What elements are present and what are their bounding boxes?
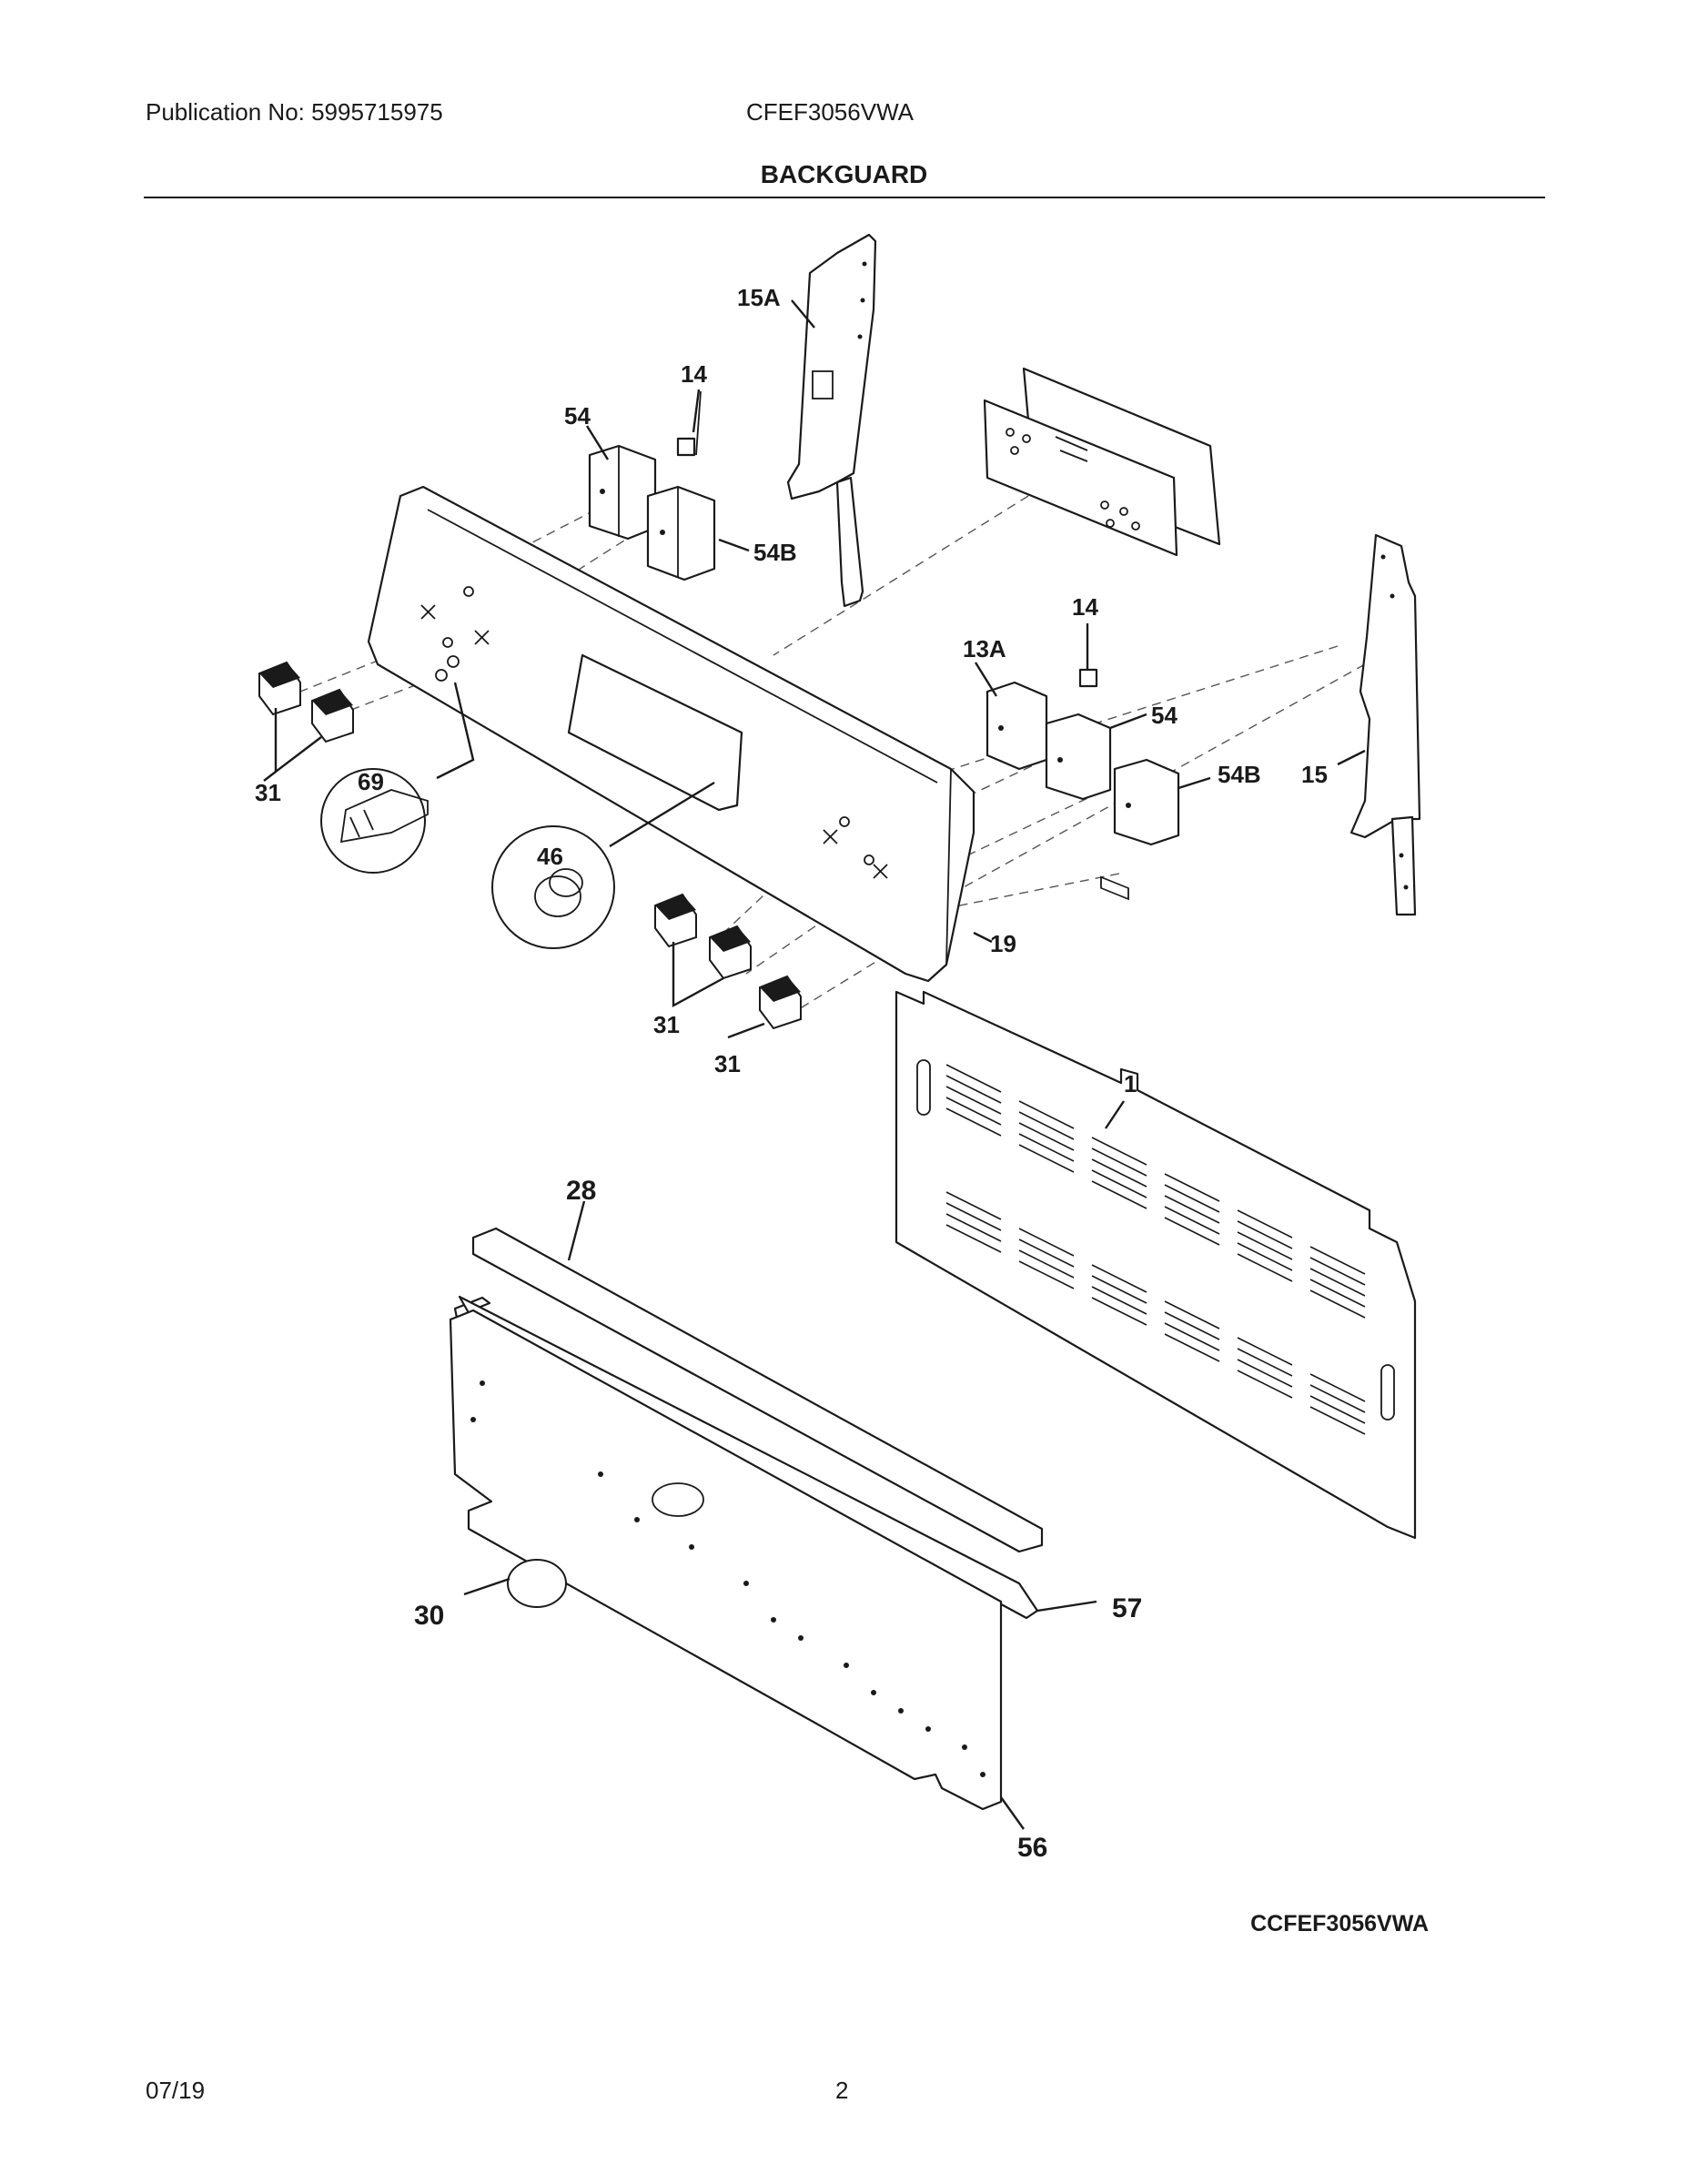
callout-19: 19	[990, 930, 1016, 957]
callout-13A: 13A	[963, 635, 1006, 662]
callout-1: 1	[1124, 1070, 1137, 1097]
callout-28: 28	[566, 1176, 596, 1206]
leader-lines	[263, 299, 1366, 1830]
electronic-oven-control	[983, 367, 1221, 901]
callout-69: 69	[358, 768, 384, 795]
callout-56: 56	[1017, 1833, 1047, 1863]
lower-assembly	[449, 1227, 1044, 1811]
publication-number: Publication No: 5995715975	[146, 98, 443, 126]
callout-54B: 54B	[1218, 761, 1261, 788]
infinite-switches-left	[588, 390, 716, 581]
callout-30: 30	[414, 1601, 444, 1631]
infinite-switches-right	[986, 668, 1180, 846]
callout-31: 31	[653, 1011, 680, 1038]
callout-15: 15	[1301, 761, 1328, 788]
callout-labels: 15A 14 54 54B 14 13A 54 54B 15 31 69 46 …	[255, 284, 1328, 1863]
callout-54: 54	[1151, 702, 1178, 729]
page-number: 2	[835, 2077, 849, 2104]
diagram-code: CCFEF3056VWA	[1250, 1911, 1429, 1936]
publication-date: 07/19	[146, 2077, 206, 2104]
control-panel-19	[367, 485, 975, 983]
callout-46: 46	[537, 843, 563, 870]
control-knobs	[258, 661, 802, 1030]
button-detail-46	[491, 825, 615, 949]
callout-31: 31	[714, 1050, 741, 1077]
side-bracket-15	[1349, 533, 1421, 916]
callout-14: 14	[1072, 593, 1098, 621]
callout-31: 31	[255, 779, 281, 806]
side-bracket-15A	[786, 233, 877, 608]
page-title: BACKGUARD	[760, 160, 928, 188]
callout-57: 57	[1112, 1593, 1142, 1623]
screw-detail-69	[320, 768, 429, 874]
callout-54: 54	[564, 402, 591, 430]
rear-panel-1	[895, 990, 1417, 1540]
callout-54B: 54B	[753, 539, 797, 566]
callout-15A: 15A	[737, 284, 781, 311]
header-rule	[144, 197, 1545, 198]
callout-14: 14	[681, 360, 707, 388]
model-number: CFEF3056VWA	[746, 98, 914, 126]
